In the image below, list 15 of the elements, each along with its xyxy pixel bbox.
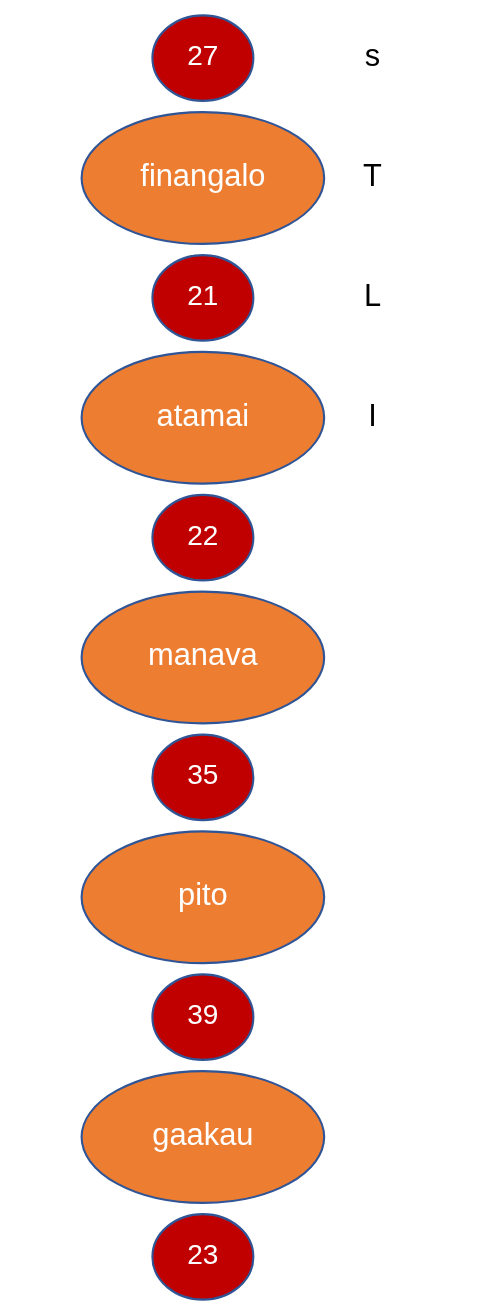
label: I (368, 397, 377, 433)
node-ellipse: finangalo (80, 111, 326, 245)
node-ellipse: 23 (151, 1213, 255, 1301)
node-ellipse: 27 (151, 14, 255, 102)
node-ellipse: gaakau (80, 1070, 326, 1204)
node-ellipse: 22 (151, 493, 255, 582)
node-ellipse: pito (80, 830, 326, 965)
node-ellipse: manava (80, 590, 326, 725)
node-ellipse: 39 (151, 973, 255, 1061)
label: s (364, 37, 381, 73)
label: L (363, 277, 382, 313)
label: T (363, 157, 382, 193)
node-ellipse: atamai (80, 350, 326, 485)
node-ellipse: 35 (151, 733, 255, 822)
node-ellipse: 21 (151, 254, 255, 342)
